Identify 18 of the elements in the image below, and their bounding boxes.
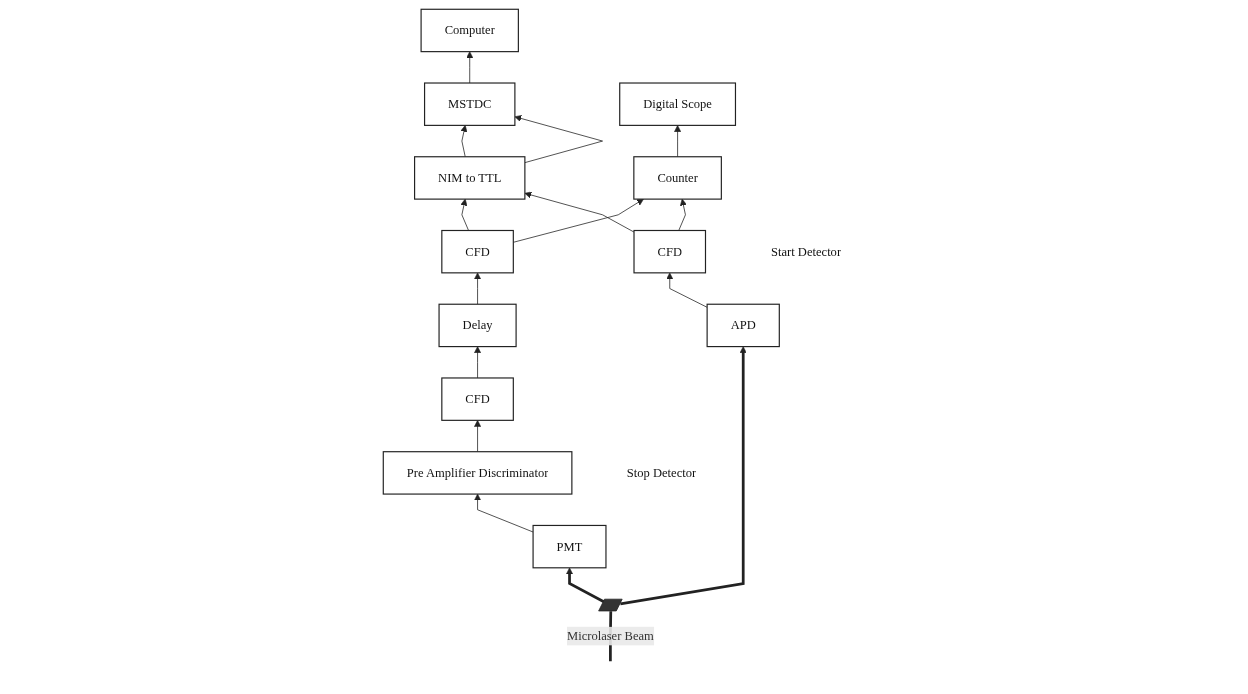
node-box: PMT (532, 524, 607, 569)
edge-label: Microlaser Beam (567, 629, 654, 643)
node-box: MSTDC (424, 82, 516, 126)
node-label: Stop Detector (626, 465, 697, 480)
node-label: Start Detector (771, 244, 842, 258)
arrow (566, 567, 605, 603)
node-box: NIM to TTL (414, 156, 526, 200)
node-box: Computer (420, 8, 519, 53)
node-bar (598, 598, 623, 612)
node-box: Pre Amplifier Discriminator (382, 451, 573, 495)
node-box: Digital Scope (619, 82, 737, 126)
node-box: Delay (438, 303, 517, 348)
node-box: APD (706, 303, 780, 348)
node-box: CFD (441, 377, 514, 421)
node-box: Counter (633, 156, 722, 200)
arrow (620, 346, 747, 606)
node-box: CFD (441, 229, 514, 274)
node-box: CFD (633, 229, 707, 274)
